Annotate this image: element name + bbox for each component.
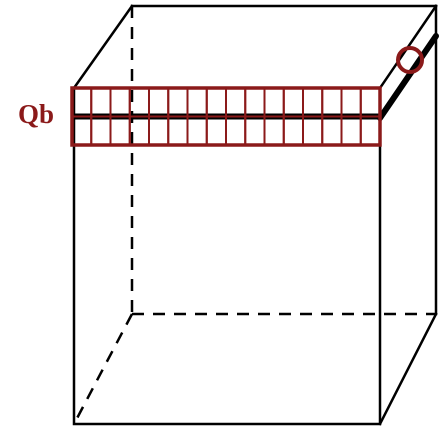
grid-cell [109,115,131,146]
grid-cell [263,115,285,146]
grid-outline [70,86,382,147]
edge-bottom-right-diagonal [378,312,438,426]
grid-cell [205,87,227,118]
edge-top-left-diagonal [72,4,134,90]
grid-cell [282,87,304,118]
grid-cell [148,87,170,118]
highlighted-edge [377,33,439,121]
grid-cell [244,87,266,118]
grid-cell [90,115,112,146]
grid-cell [282,115,304,146]
grid-cell [186,87,208,118]
grid-strip [70,86,382,147]
grid-cell [148,115,170,146]
grid-cell [340,115,362,146]
grid-cell [321,115,343,146]
hidden-edge-bottom-left-diagonal [72,313,134,425]
grid-cell [167,87,189,118]
qb-label: Qb [18,99,55,129]
hidden-edges [72,6,436,425]
grid-cell [321,87,343,118]
grid-cell [340,87,362,118]
circle-marker [396,46,424,74]
grid-cell [302,87,324,118]
grid-cell [205,115,227,146]
grid-cell [109,87,131,118]
grid-cell [225,115,247,146]
grid-cell [263,87,285,118]
grid-cell [186,115,208,146]
grid-cell [167,115,189,146]
grid-cell [359,115,381,146]
grid-cell [359,87,381,118]
grid-cell [90,87,112,118]
grid-cell [244,115,266,146]
grid-cell [225,87,247,118]
grid-cell [302,115,324,146]
visible-edges [72,4,438,426]
